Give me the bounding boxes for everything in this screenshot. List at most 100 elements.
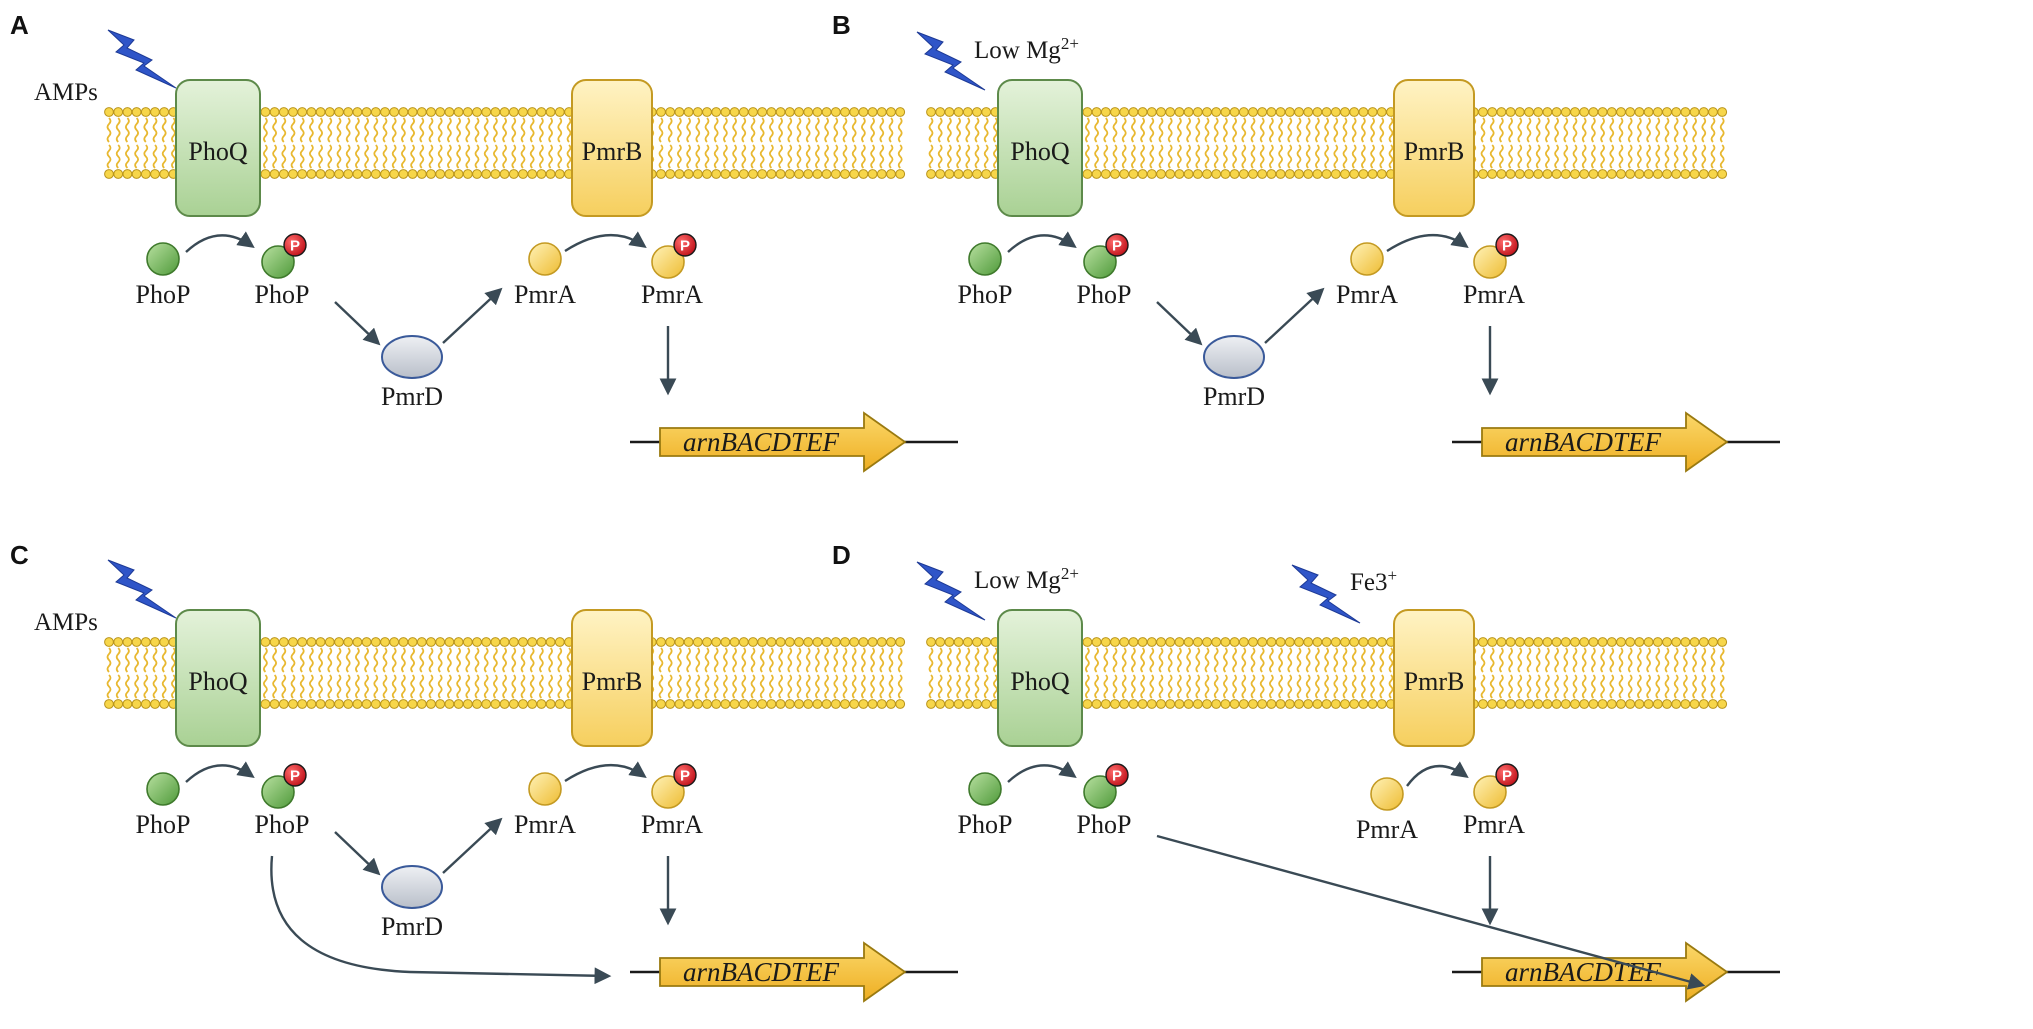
stimulus-superscript: +	[1388, 566, 1398, 585]
stimulus-label: Low Mg2+	[974, 34, 1079, 65]
phop-phosphorylated-icon	[1083, 245, 1117, 279]
phosphate-icon	[673, 763, 697, 787]
panel-letter: A	[10, 10, 29, 40]
arnbacdtef-gene: arnBACDTEF	[1452, 941, 1780, 1003]
phosphate-group: P	[1495, 763, 1519, 787]
phop-to-pmrd-arrow	[1156, 301, 1203, 346]
stimulus-label: Fe3+	[1350, 566, 1397, 597]
pmra-label: PmrA	[514, 280, 576, 309]
phop-label: PhoP	[958, 810, 1013, 839]
phop-direct-to-gene-arrow	[1156, 834, 1706, 990]
lightning-bolt-icon	[1291, 564, 1361, 624]
pmra-label: PmrA	[1336, 280, 1398, 309]
phoq-label: PhoQ	[1010, 137, 1069, 166]
phoq-label: PhoQ	[188, 667, 247, 696]
phop-phosphorylated-icon	[1083, 775, 1117, 809]
pmra-phosphorylated-icon	[651, 245, 685, 279]
phosphate-label: P	[1502, 238, 1512, 255]
phosphate-group: P	[1105, 763, 1129, 787]
phosphate-group: P	[283, 763, 307, 787]
phosphate-label: P	[680, 238, 690, 255]
phop-p-label: PhoP	[1077, 810, 1132, 839]
stimulus-superscript: 2+	[1061, 34, 1079, 53]
phop-phosphorylation-arrow	[1007, 761, 1077, 783]
gene-label: arnBACDTEF	[683, 427, 840, 457]
phop-icon	[146, 772, 180, 806]
pmrb-label: PmrB	[582, 667, 643, 696]
pmrb-receptor: PmrB	[1393, 79, 1475, 217]
panel-letter: D	[832, 540, 851, 570]
phosphate-icon	[1495, 763, 1519, 787]
pmrd-label: PmrD	[381, 382, 443, 411]
pmra-p-label: PmrA	[641, 280, 703, 309]
pmra-p-label: PmrA	[641, 810, 703, 839]
arnbacdtef-gene: arnBACDTEF	[1452, 411, 1780, 473]
phop-p-label: PhoP	[255, 810, 310, 839]
pmra-label: PmrA	[1356, 815, 1418, 844]
pmra-phosphorylation-arrow	[1386, 231, 1469, 253]
panel-letter: B	[832, 10, 851, 40]
pmrb-label: PmrB	[1404, 667, 1465, 696]
phop-phosphorylation-arrow	[185, 231, 255, 253]
phosphate-label: P	[1112, 768, 1122, 785]
stimulus-label: AMPs	[34, 79, 98, 106]
pmra-phosphorylated-icon	[651, 775, 685, 809]
phosphate-label: P	[290, 768, 300, 785]
pmra-icon	[1350, 242, 1384, 276]
pmrd-protein: PmrD	[381, 865, 443, 941]
phosphate-label: P	[1502, 768, 1512, 785]
panel-letter: C	[10, 540, 29, 570]
pmrb-receptor: PmrB	[571, 609, 653, 747]
phop-icon	[968, 772, 1002, 806]
phop-phosphorylated-icon	[261, 245, 295, 279]
phosphate-group: P	[1105, 233, 1129, 257]
lightning-bolt-icon	[107, 29, 177, 89]
pmrd-label: PmrD	[381, 912, 443, 941]
phosphate-group: P	[1495, 233, 1519, 257]
phop-label: PhoP	[136, 280, 191, 309]
phosphate-icon	[283, 233, 307, 257]
phosphate-label: P	[290, 238, 300, 255]
phop-phosphorylated-icon	[261, 775, 295, 809]
phop-label: PhoP	[136, 810, 191, 839]
stimulus-superscript: 2+	[1061, 564, 1079, 583]
phosphate-icon	[673, 233, 697, 257]
gene-label: arnBACDTEF	[1505, 957, 1662, 987]
lightning-bolt-icon	[916, 561, 986, 621]
pmrd-to-pmra-arrow	[442, 287, 503, 344]
phosphate-icon	[1495, 233, 1519, 257]
phosphate-icon	[1105, 233, 1129, 257]
phop-phosphorylation-arrow	[1007, 231, 1077, 253]
phop-icon	[146, 242, 180, 276]
phop-phosphorylation-arrow	[185, 761, 255, 783]
arnbacdtef-gene: arnBACDTEF	[630, 411, 958, 473]
pmrb-label: PmrB	[1404, 137, 1465, 166]
pmrd-label: PmrD	[1203, 382, 1265, 411]
phoq-label: PhoQ	[1010, 667, 1069, 696]
pmrb-receptor: PmrB	[1393, 609, 1475, 747]
phop-p-label: PhoP	[1077, 280, 1132, 309]
gene-label: arnBACDTEF	[683, 957, 840, 987]
phoq-receptor: PhoQ	[175, 79, 261, 217]
pmra-p-label: PmrA	[1463, 810, 1525, 839]
stimulus-1: AMPs	[34, 559, 177, 636]
pmra-icon	[528, 772, 562, 806]
phop-p-label: PhoP	[255, 280, 310, 309]
stimulus-2: Fe3+	[1291, 564, 1397, 624]
phop-to-pmrd-arrow	[334, 301, 381, 346]
phosphate-group: P	[673, 763, 697, 787]
pmrb-label: PmrB	[582, 137, 643, 166]
pmra-icon	[528, 242, 562, 276]
pmra-phosphorylated-icon	[1473, 245, 1507, 279]
phoq-receptor: PhoQ	[997, 79, 1083, 217]
stimulus-label: AMPs	[34, 609, 98, 636]
phoq-receptor: PhoQ	[175, 609, 261, 747]
phosphate-icon	[283, 763, 307, 787]
pmrd-to-pmra-arrow	[442, 817, 503, 874]
pmra-phosphorylation-arrow	[1406, 761, 1469, 787]
phop-direct-to-gene-arrow	[270, 855, 612, 985]
phosphate-icon	[1105, 763, 1129, 787]
phosphate-label: P	[680, 768, 690, 785]
